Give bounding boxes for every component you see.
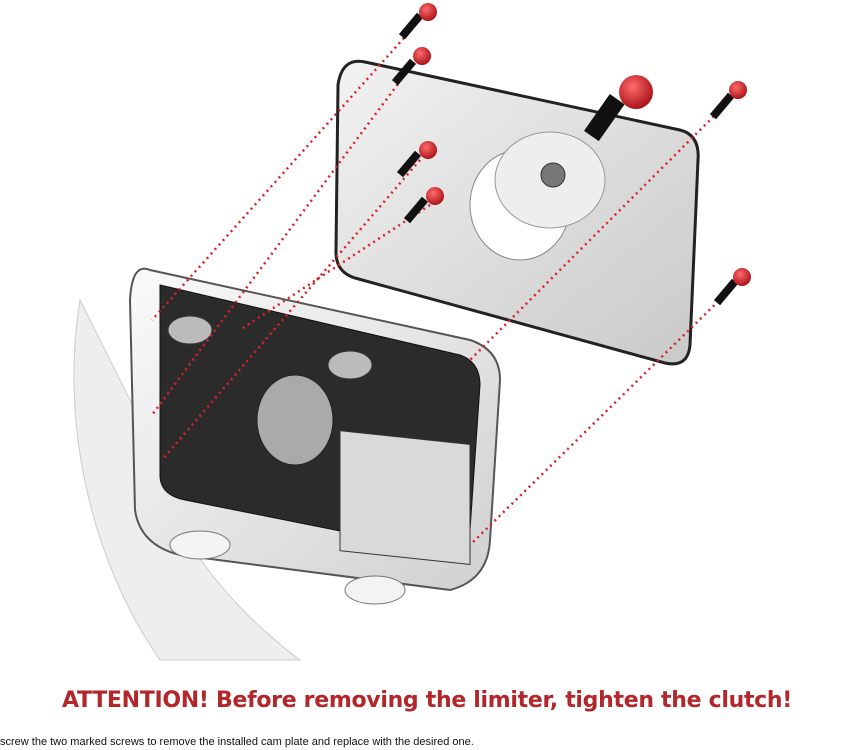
housing bbox=[128, 267, 502, 605]
cover-plate bbox=[334, 59, 700, 366]
screw-icon bbox=[713, 268, 751, 306]
exploded-view-illustration bbox=[73, 3, 751, 661]
screw-icon bbox=[709, 81, 747, 120]
screw-icon bbox=[403, 187, 444, 224]
screw-icon bbox=[391, 47, 431, 86]
instruction-text: screw the two marked screws to remove th… bbox=[0, 736, 474, 748]
screw-icon bbox=[398, 3, 437, 40]
circuit-board bbox=[339, 430, 471, 565]
guide-lines bbox=[150, 19, 741, 546]
cam-wheel bbox=[494, 131, 606, 229]
screws bbox=[391, 3, 751, 306]
main-screw-icon bbox=[619, 75, 653, 109]
attention-warning: ATTENTION! Before removing the limiter, … bbox=[62, 688, 792, 713]
screw-icon bbox=[396, 141, 437, 178]
